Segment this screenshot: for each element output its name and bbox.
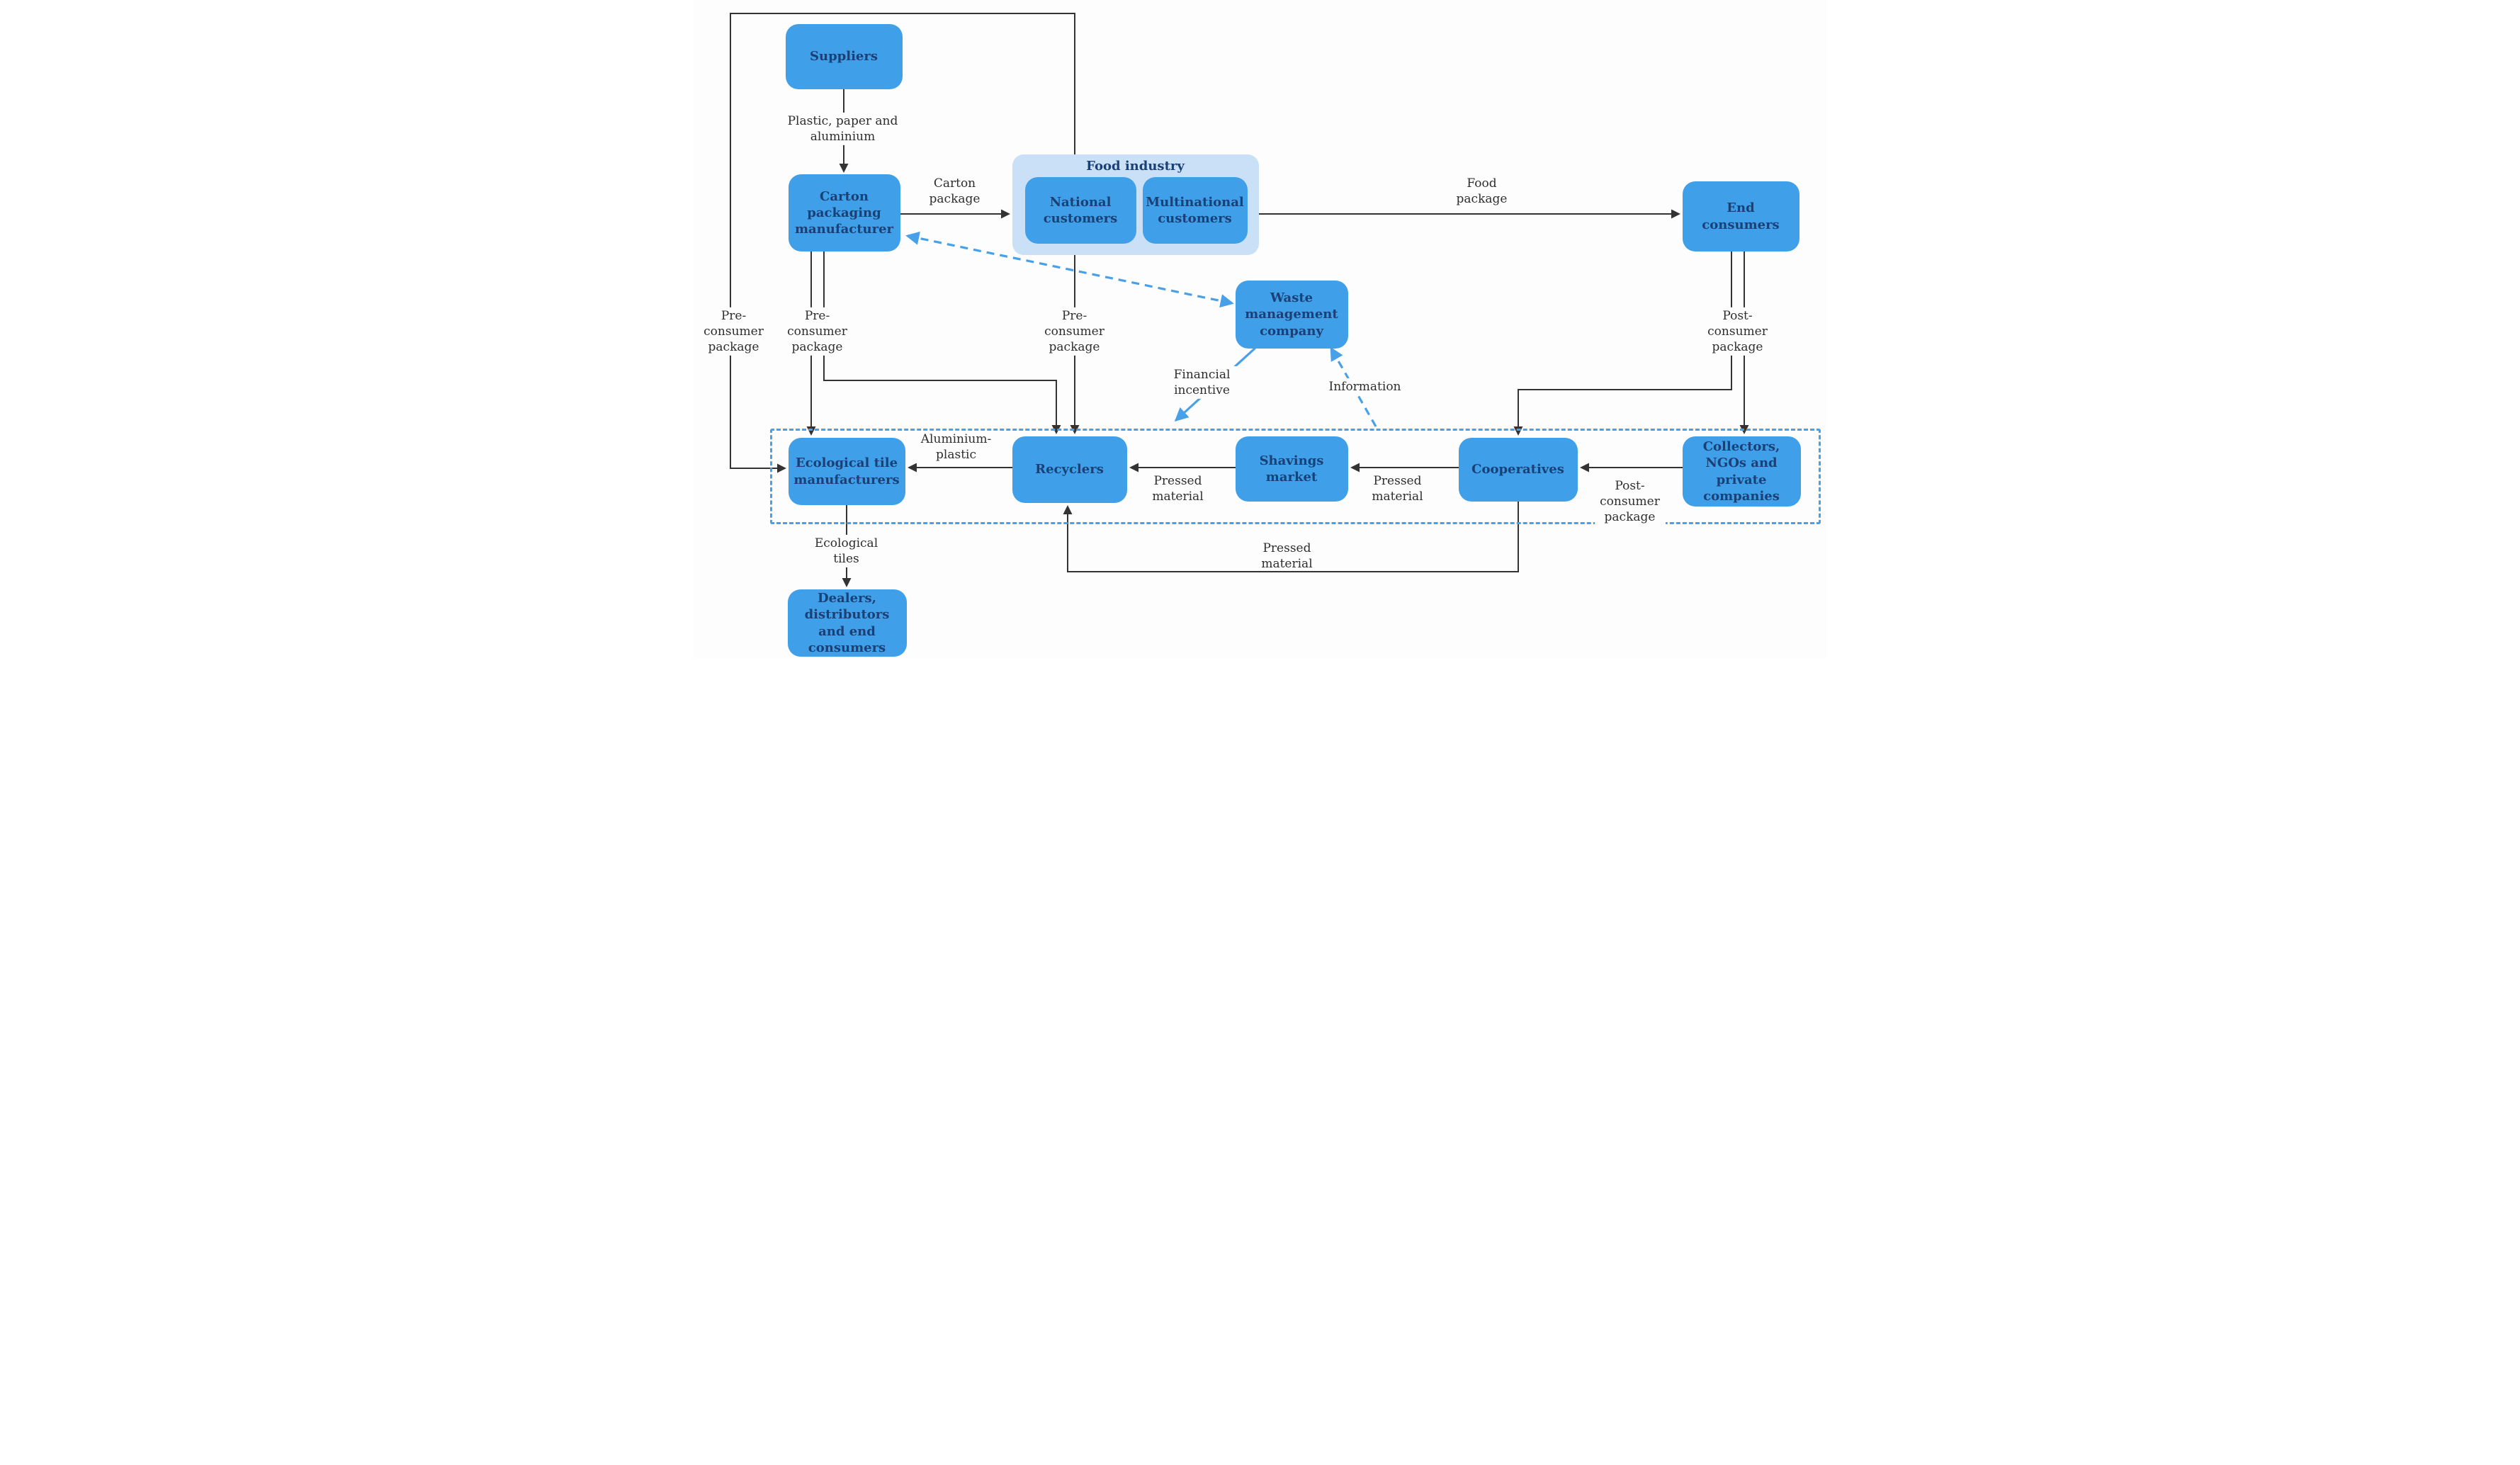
node-ecological-tile-manufacturers: Ecological tile manufacturers xyxy=(788,438,905,505)
node-national-customers: National customers xyxy=(1024,177,1136,244)
node-recyclers: Recyclers xyxy=(1012,436,1127,503)
node-national-customers-label: National customers xyxy=(1043,194,1118,226)
node-end-consumers: End consumers xyxy=(1682,181,1799,251)
node-suppliers-label: Suppliers xyxy=(809,49,878,64)
node-ecological-tile-manufacturers-label: Ecological tile manufacturers xyxy=(793,456,900,487)
node-carton-manufacturer: Carton packaging manufacturer xyxy=(788,174,900,251)
node-carton-manufacturer-label: Carton packaging manufacturer xyxy=(794,188,894,237)
node-waste-management: Waste management company xyxy=(1235,281,1348,349)
recycling-chain-dashed-container xyxy=(769,429,1821,524)
node-dealers-distributors: Dealers, distributors and end consumers xyxy=(787,589,907,657)
label-pressed-material-left: Pressed material xyxy=(1152,473,1204,504)
node-shavings-market-label: Shavings market xyxy=(1259,453,1324,485)
node-recyclers-label: Recyclers xyxy=(1035,462,1104,477)
label-pressed-material-bottom: Pressed material xyxy=(1261,541,1313,571)
label-pressed-material-mid: Pressed material xyxy=(1372,473,1423,504)
node-shavings-market: Shavings market xyxy=(1235,436,1348,502)
label-pre-consumer-package-2: Pre-consumer package xyxy=(783,307,852,356)
food-industry-title: Food industry xyxy=(1086,159,1185,174)
label-pre-consumer-package-3: Pre-consumer package xyxy=(1040,307,1109,356)
node-collectors-ngos-label: Collectors, NGOs and private companies xyxy=(1702,439,1780,504)
label-post-consumer-package-bottom: Post-consumer package xyxy=(1594,477,1666,526)
edge-endconsumers-to-cooperatives xyxy=(1513,251,1732,436)
label-information: Information xyxy=(1317,378,1413,396)
node-multinational-customers-label: Multinational customers xyxy=(1146,194,1244,226)
label-aluminium-plastic: Aluminium-plastic xyxy=(914,430,998,464)
label-post-consumer-package-right: Post-consumer package xyxy=(1703,307,1772,356)
node-end-consumers-label: End consumers xyxy=(1702,200,1780,232)
node-dealers-distributors-label: Dealers, distributors and end consumers xyxy=(804,591,890,655)
node-cooperatives: Cooperatives xyxy=(1458,438,1578,502)
node-suppliers: Suppliers xyxy=(785,24,903,89)
node-collectors-ngos: Collectors, NGOs and private companies xyxy=(1682,436,1801,507)
edge-cooperatives-to-recyclers-bottom xyxy=(1063,502,1519,572)
node-cooperatives-label: Cooperatives xyxy=(1471,462,1564,477)
node-waste-management-label: Waste management company xyxy=(1245,290,1338,339)
edge-waste-carton-dashed xyxy=(905,231,1234,308)
label-carton-package: Carton package xyxy=(929,176,981,206)
label-pre-consumer-package-1: Pre-consumer package xyxy=(699,307,768,356)
label-plastic-paper-aluminium: Plastic, paper and aluminium xyxy=(779,112,906,146)
edge-carton-to-recyclers xyxy=(823,251,1061,434)
supply-chain-diagram: Food industry Suppliers Carton packaging… xyxy=(693,0,1827,659)
label-ecological-tiles: Ecological tiles xyxy=(806,534,887,568)
label-food-package: Food package xyxy=(1456,176,1508,206)
label-financial-incentive: Financial incentive xyxy=(1163,366,1241,400)
node-multinational-customers: Multinational customers xyxy=(1142,177,1248,244)
edge-preconsumer-left-route xyxy=(729,13,1075,473)
